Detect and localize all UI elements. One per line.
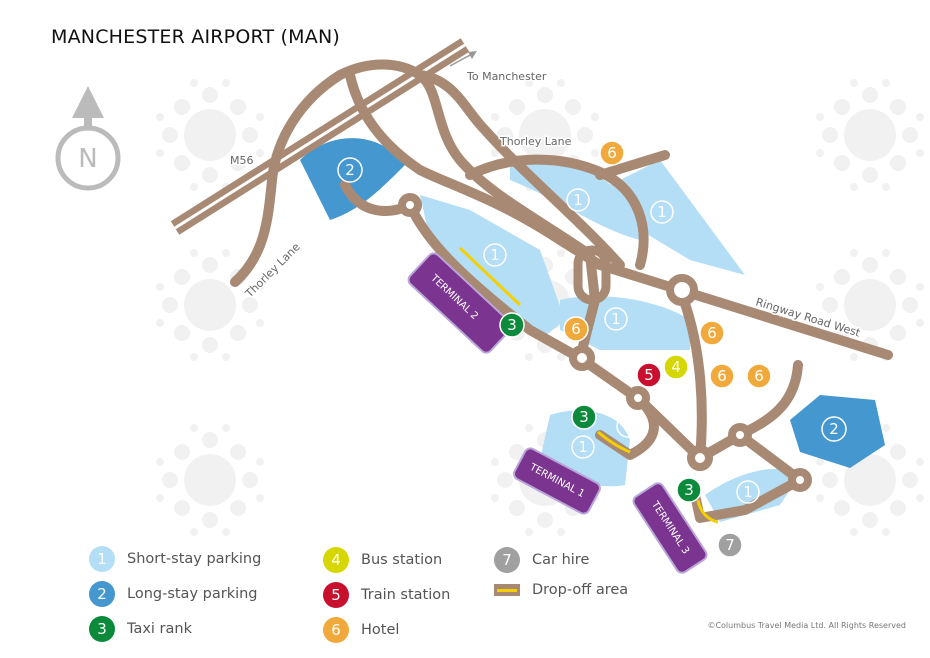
thorley-lane-top-label: Thorley Lane [499, 135, 572, 148]
svg-text:4: 4 [671, 358, 681, 376]
legend-long-stay: 2 Long-stay parking [89, 581, 258, 607]
long-stay-icon: 2 [89, 581, 115, 607]
short-stay-parking-area [610, 160, 745, 275]
svg-text:2: 2 [829, 420, 839, 438]
roads [170, 38, 893, 524]
long-stay-parking-area [790, 395, 885, 468]
drop-off-area [696, 499, 719, 524]
svg-text:3: 3 [684, 481, 694, 499]
m56-label: M56 [230, 154, 254, 167]
svg-text:6: 6 [607, 144, 617, 162]
legend-label: Short-stay parking [127, 551, 262, 567]
legend-label: Drop-off area [532, 582, 629, 598]
hotel-icon: 6 [323, 617, 349, 643]
svg-text:1: 1 [490, 246, 500, 264]
legend-car-hire: 7 Car hire [494, 547, 589, 573]
svg-text:3: 3 [507, 316, 517, 334]
svg-text:1: 1 [743, 483, 753, 501]
svg-text:1: 1 [578, 438, 588, 456]
svg-text:N: N [78, 144, 97, 174]
thorley-lane-left [230, 59, 595, 287]
drop-off-area [597, 430, 631, 454]
svg-text:6: 6 [717, 367, 727, 385]
arrow-icon [449, 53, 473, 67]
svg-text:2: 2 [345, 161, 355, 179]
legend-label: Car hire [532, 552, 590, 568]
ringway-road-west [595, 260, 893, 360]
long-stay-parking-area [300, 138, 405, 220]
svg-text:6: 6 [707, 324, 717, 342]
svg-text:5: 5 [644, 366, 654, 384]
taxi-icon: 3 [89, 616, 115, 642]
legend-taxi: 3 Taxi rank [89, 616, 192, 642]
svg-text:7: 7 [725, 536, 735, 554]
legend-label: Hotel [361, 622, 400, 638]
legend-train: 5 Train station [323, 582, 450, 608]
car-hire-icon: 7 [494, 547, 520, 573]
marker-long-stay: 2 2 [337, 157, 847, 442]
legend-drop-off: Drop-off area [494, 582, 628, 598]
svg-text:3: 3 [579, 408, 589, 426]
legend-bus: 4 Bus station [323, 547, 442, 573]
page-title: MANCHESTER AIRPORT (MAN) [51, 26, 340, 48]
svg-text:1: 1 [611, 310, 621, 328]
drop-off-area [458, 246, 522, 307]
short-stay-icon: 1 [89, 546, 115, 572]
marker-train-station: 5 [636, 362, 662, 388]
legend-label: Bus station [361, 552, 443, 568]
svg-text:6: 6 [754, 367, 764, 385]
legend-label: Long-stay parking [127, 586, 258, 602]
copyright: ©Columbus Travel Media Ltd. All Rights R… [707, 621, 906, 630]
marker-bus-station: 4 [663, 354, 689, 380]
north-compass-icon: N [55, 86, 121, 191]
legend-label: Train station [361, 587, 451, 603]
short-stay-parking-area [510, 157, 640, 240]
marker-hotel [563, 140, 772, 389]
svg-text:1: 1 [657, 203, 667, 221]
train-icon: 5 [323, 582, 349, 608]
svg-text:1: 1 [573, 191, 583, 209]
marker-car-hire: 7 [717, 532, 743, 558]
bus-icon: 4 [323, 547, 349, 573]
legend-hotel: 6 Hotel [323, 617, 399, 643]
svg-text:1: 1 [623, 417, 633, 435]
short-stay-parking-area [420, 195, 565, 340]
to-manchester-label: To Manchester [466, 70, 547, 83]
marker-taxi-rank [499, 312, 702, 503]
marker-short-stay [483, 188, 760, 504]
legend-label: Taxi rank [127, 621, 192, 637]
map-markers: 1 1 1 1 1 1 1 2 2 3 3 3 4 5 6 6 6 6 6 7 [337, 140, 847, 558]
svg-text:6: 6 [571, 320, 581, 338]
drop-off-icon [494, 584, 520, 596]
legend-short-stay: 1 Short-stay parking [89, 546, 261, 572]
